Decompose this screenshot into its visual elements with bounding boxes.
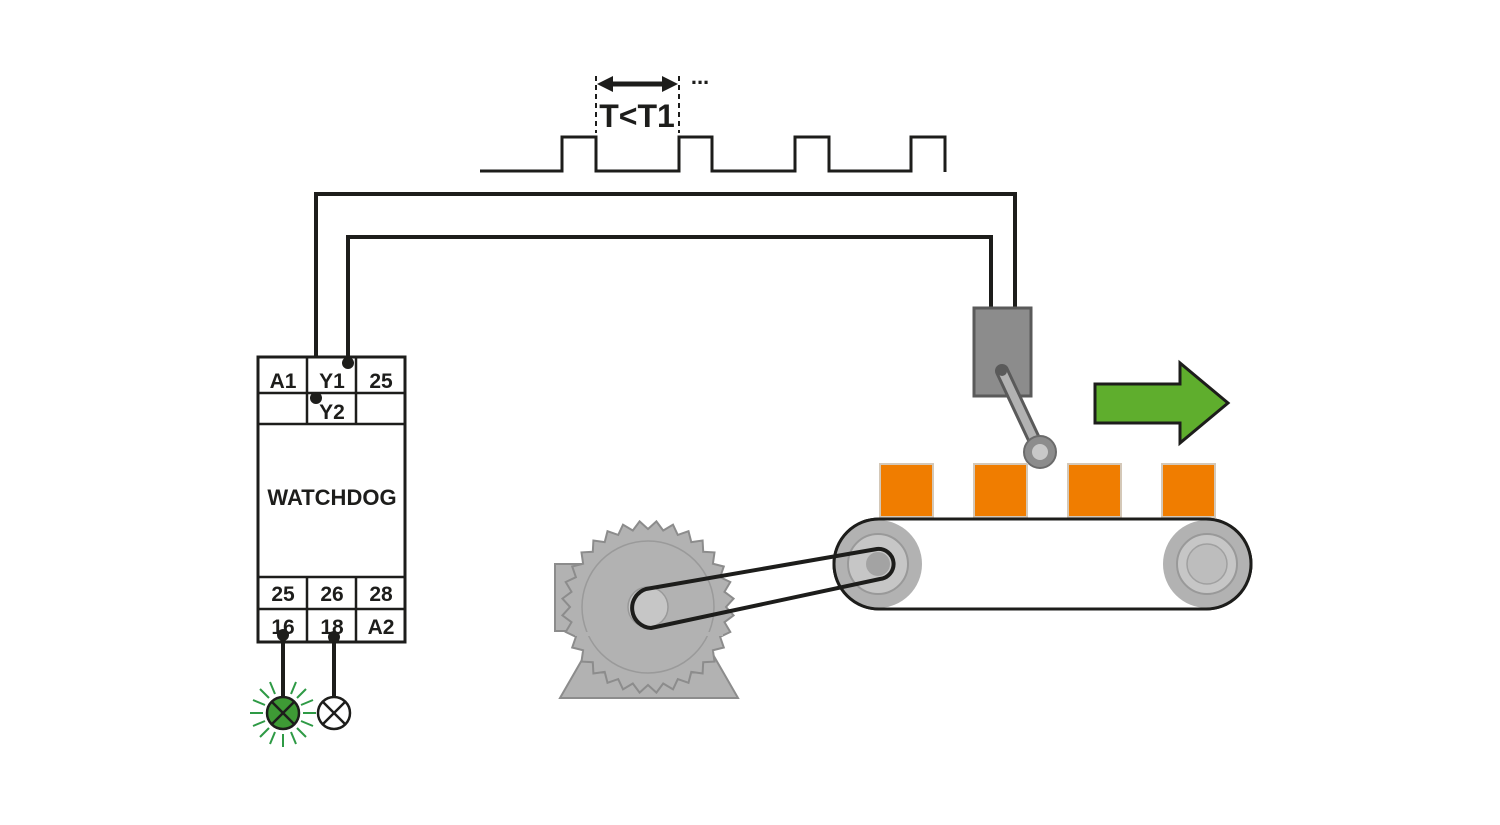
- terminal-16-dot: [277, 629, 289, 641]
- y2-connection-dot: [310, 392, 322, 404]
- conveyor-items: [879, 463, 1216, 518]
- watchdog-relay: A1 Y1 25 Y2 WATCHDOG 25 26 28 16 18 A2: [256, 355, 407, 644]
- terminal-28: 28: [369, 583, 393, 606]
- conveyor-item: [879, 463, 934, 518]
- sensor-wiring: [314, 192, 1017, 398]
- period-dimension: T<T1 ...: [595, 64, 709, 134]
- terminal-y1: Y1: [319, 370, 345, 393]
- output-wiring: [281, 635, 336, 697]
- pulse-train: [480, 135, 947, 173]
- conveyor-direction-arrow-icon: [1093, 359, 1231, 447]
- lever-sensor-icon: [972, 306, 1057, 469]
- lamp-glow-rays: [250, 681, 316, 747]
- continuation-dots: ...: [691, 64, 709, 89]
- drive-belt: [627, 546, 896, 630]
- terminal-25: 25: [271, 583, 295, 606]
- terminal-25-top: 25: [369, 370, 393, 393]
- conveyor-item: [1161, 463, 1216, 518]
- terminal-26: 26: [320, 583, 343, 606]
- lamp-18-off-icon: [316, 695, 352, 731]
- terminal-a2: A2: [368, 616, 395, 639]
- relay-name-label: WATCHDOG: [267, 485, 396, 510]
- terminal-18-dot: [328, 631, 340, 643]
- terminal-a1: A1: [270, 370, 297, 393]
- conveyor-item: [1067, 463, 1122, 518]
- drive-motor: [554, 519, 740, 699]
- conveyor-belt: [832, 517, 1253, 611]
- period-condition-label: T<T1: [599, 98, 675, 134]
- lamp-16-on-icon: [265, 695, 301, 731]
- terminal-16: 16: [271, 616, 294, 639]
- conveyor-item: [973, 463, 1028, 518]
- y1-connection-dot: [342, 357, 354, 369]
- terminal-y2: Y2: [319, 401, 345, 424]
